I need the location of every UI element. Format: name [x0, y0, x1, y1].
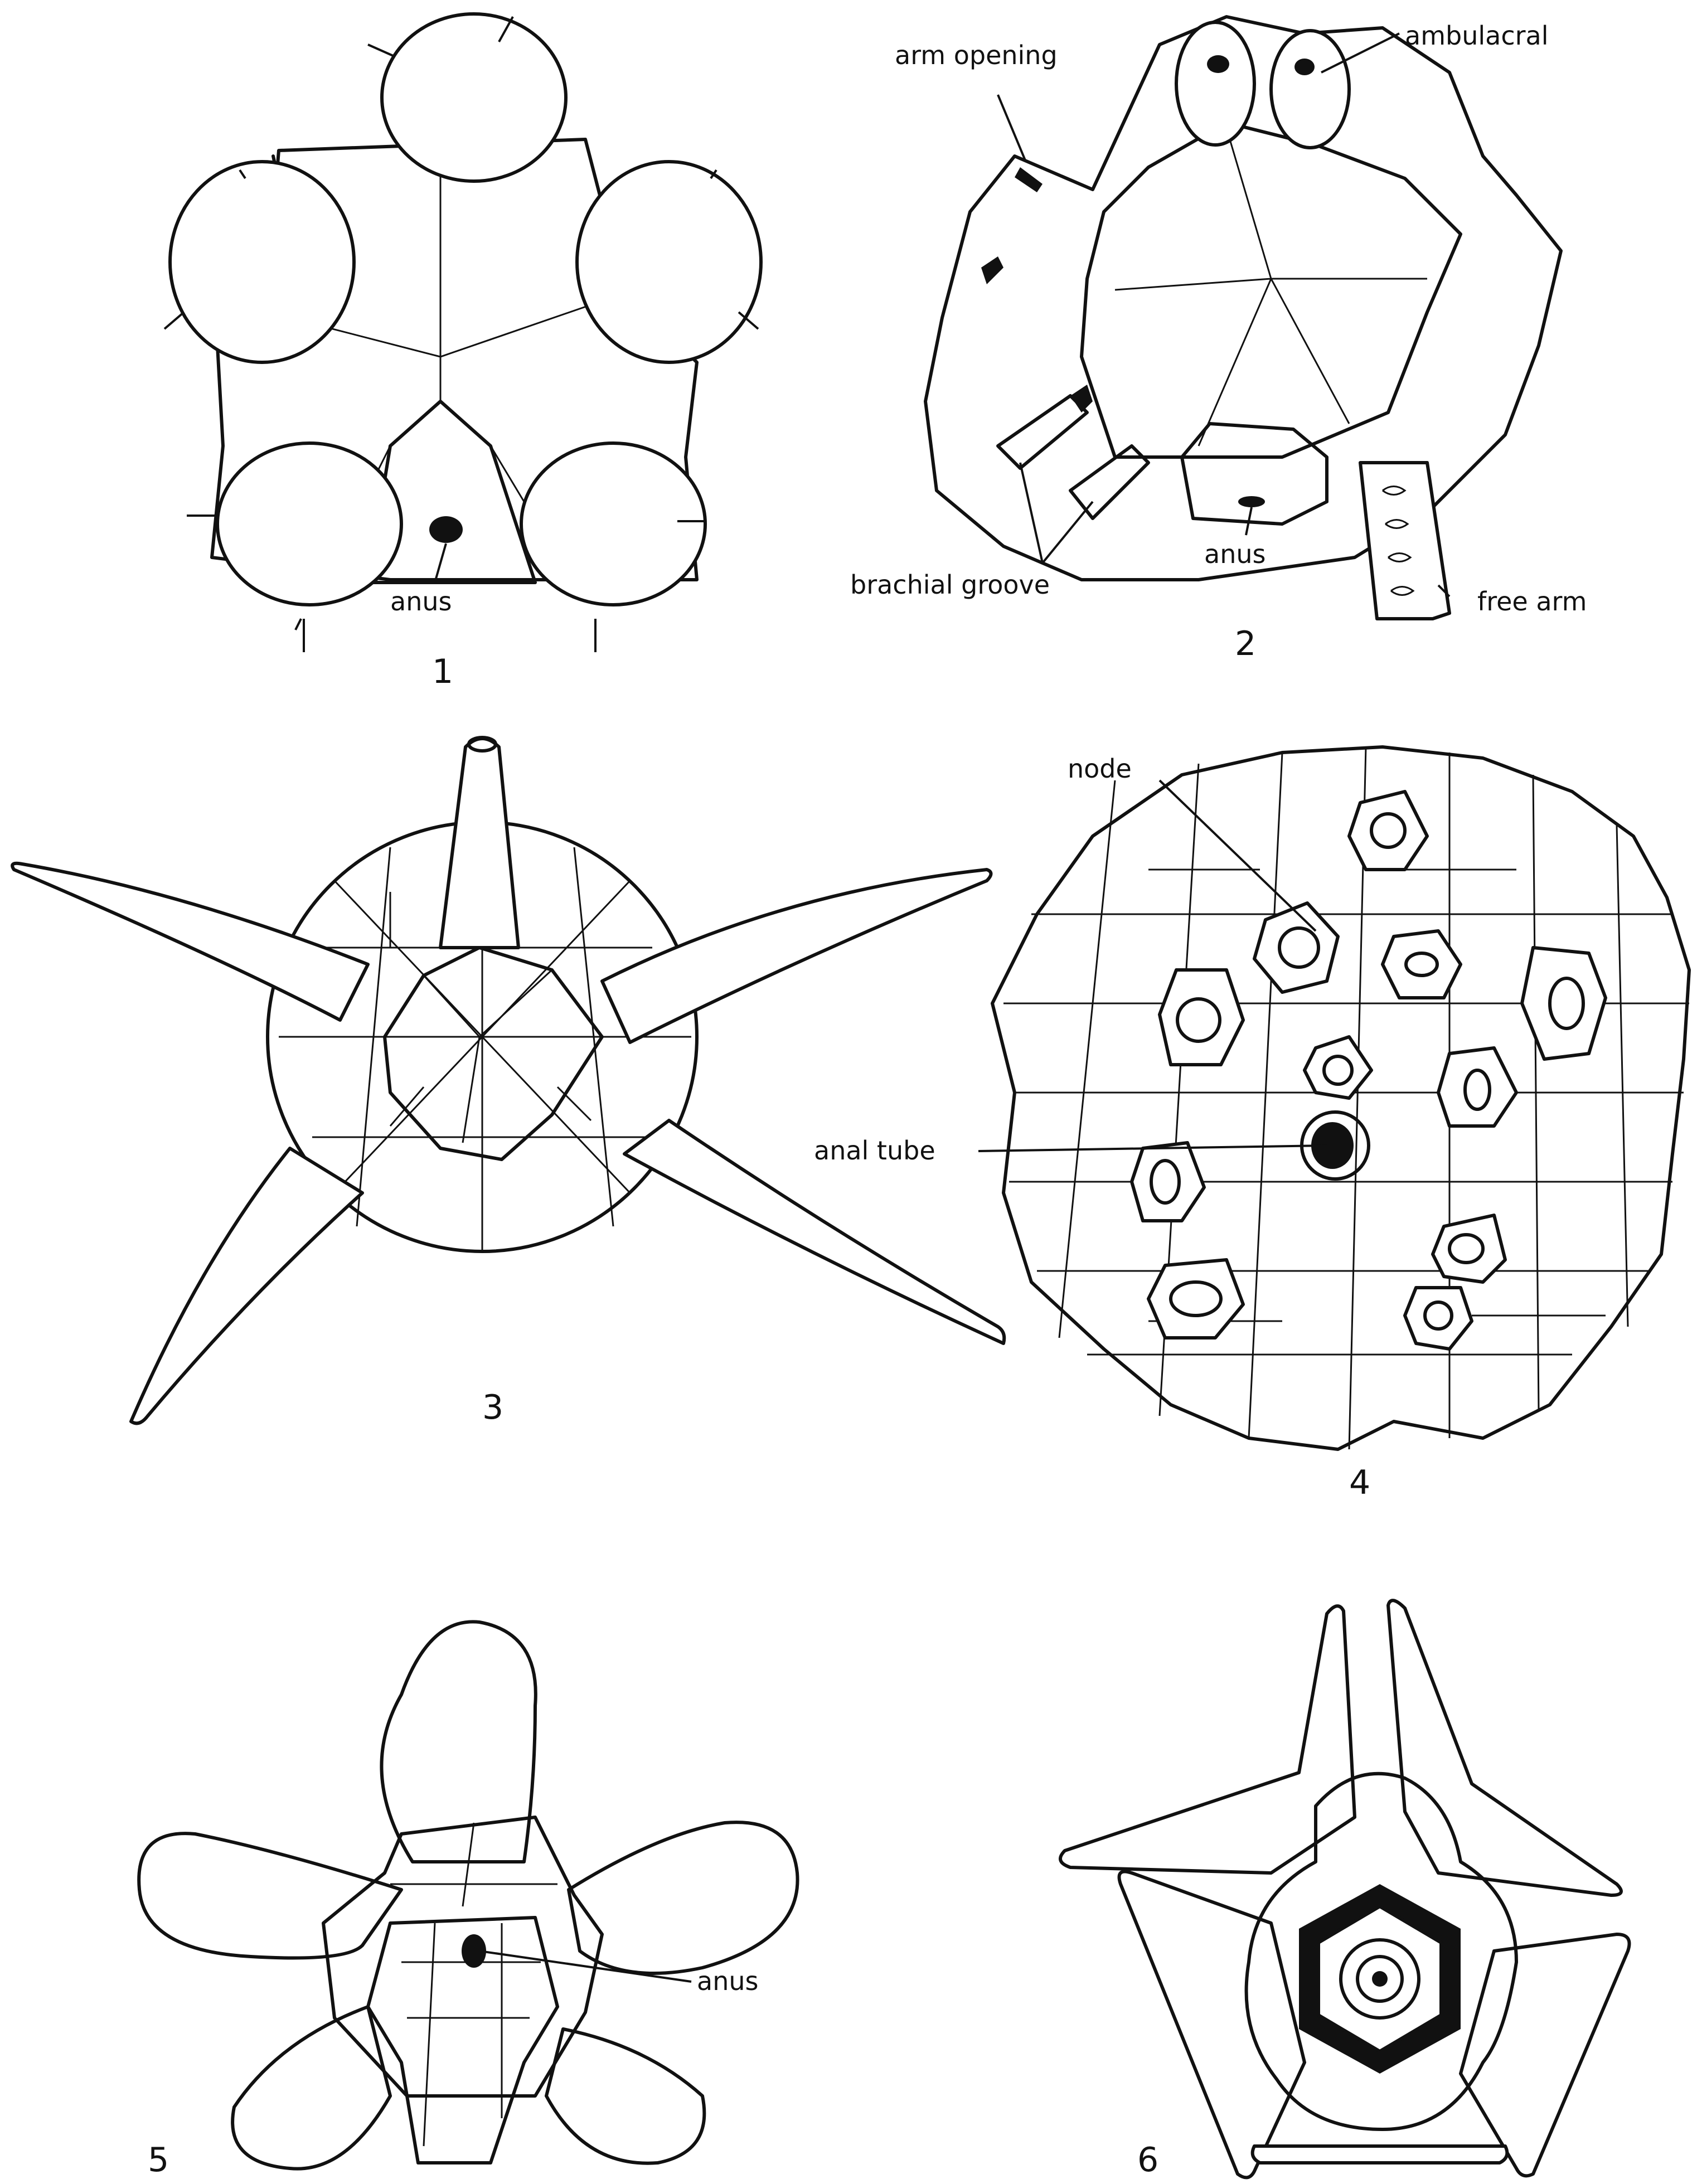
fig3-spine-upper-right — [602, 870, 991, 1042]
fig4-node-label: node — [1068, 754, 1132, 784]
fig5-anus-label: anus — [697, 1966, 758, 1996]
fig3-spine-top — [440, 739, 518, 948]
fig1-arm-facet-upper-left — [170, 162, 354, 362]
fig5-arm-lower-right — [546, 2029, 704, 2163]
fig5-arm-upper-left — [139, 1833, 401, 1958]
fig6-number: 6 — [1137, 2141, 1158, 2180]
figure-5: anus 5 — [139, 1622, 797, 2180]
fig2-arm-opening-1 — [1207, 55, 1229, 73]
fig1-arm-facet-top — [382, 14, 566, 181]
fig5-number: 5 — [148, 2141, 169, 2180]
fig3-number: 3 — [482, 1388, 503, 1427]
fig3-spine-lower-left — [131, 1148, 362, 1423]
figure-6: 6 — [1060, 1600, 1630, 2180]
fig1-number: 1 — [432, 652, 453, 691]
fig2-brachial-groove-label: brachial groove — [850, 570, 1050, 600]
fig4-anal-tube-label: anal tube — [814, 1135, 935, 1166]
figure-1: anus 1 — [164, 14, 761, 691]
figure-3: 3 — [12, 737, 1004, 1427]
figure-4: node anal tube 4 — [814, 747, 1689, 1502]
fig6-arm-top-right — [1388, 1600, 1621, 1895]
fig2-anus-label: anus — [1204, 539, 1266, 569]
fig4-number: 4 — [1349, 1463, 1370, 1502]
fig1-arm-facet-lower-left — [217, 443, 401, 605]
fig2-ambulacral-label: ambulacral — [1405, 21, 1549, 51]
fig6-arm-top-left — [1060, 1606, 1355, 1873]
fig2-anus — [1238, 496, 1265, 507]
fig2-arm-opening-label: arm opening — [895, 40, 1058, 70]
fig1-anus-label: anus — [390, 586, 452, 617]
fig6-center — [1372, 1971, 1388, 1987]
fig6-arm-right — [1461, 1934, 1630, 2176]
fig1-arm-facet-upper-right — [577, 162, 761, 362]
fig2-number: 2 — [1235, 624, 1256, 663]
fig2-free-arm-label: free arm — [1477, 586, 1587, 617]
fig1-arm-facet-lower-right — [521, 443, 705, 605]
fig2-ambulacral-1 — [1176, 22, 1254, 145]
fig1-anus — [429, 516, 463, 543]
fig2-arm-opening-2 — [1294, 59, 1315, 75]
fig5-arm-lower-left — [232, 2007, 390, 2169]
fig6-arm-bottom — [1253, 2146, 1507, 2163]
fig6-arm-left — [1119, 1872, 1305, 2178]
figure-2: anus arm opening ambulacral brachial gro… — [850, 17, 1587, 663]
fig5-arm-upper-right — [569, 1822, 798, 1973]
fig2-ambulacral-2 — [1271, 31, 1349, 148]
